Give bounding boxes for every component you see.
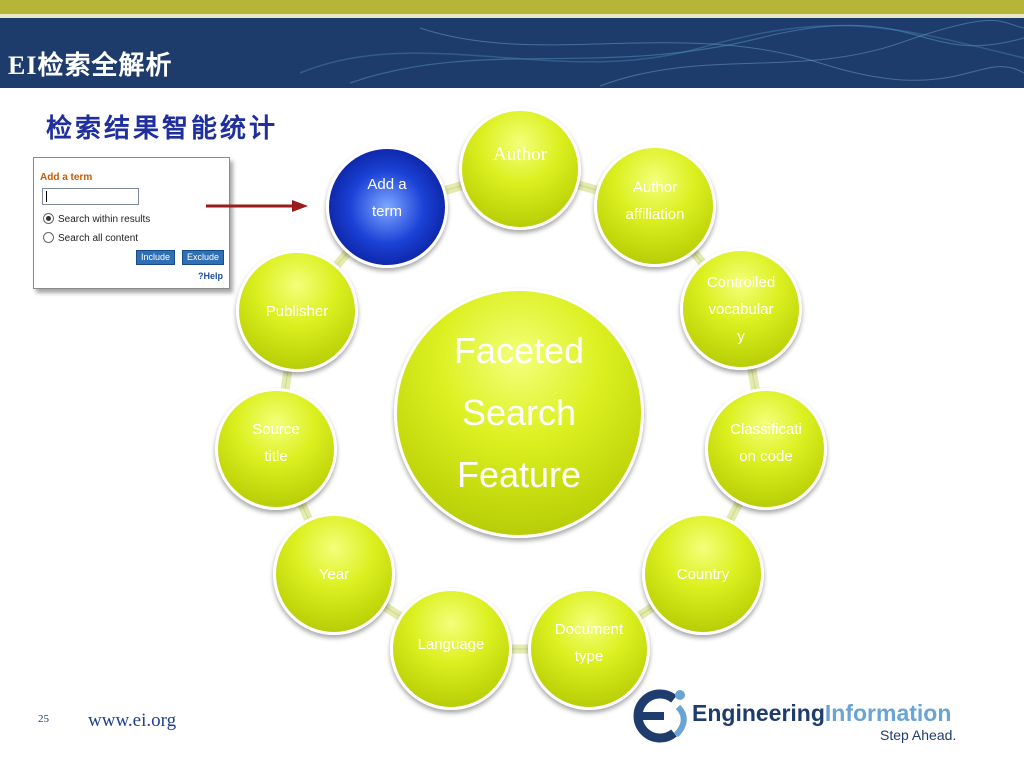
help-link[interactable]: ?Help: [197, 271, 223, 281]
term-input[interactable]: [42, 188, 139, 205]
page-number: 25: [38, 713, 49, 725]
facet-node-author: Author: [459, 108, 581, 230]
ei-logo-icon: [633, 689, 687, 743]
section-subtitle: 检索结果智能统计: [46, 114, 279, 144]
include-button[interactable]: Include: [136, 250, 176, 265]
node-label: affiliation: [625, 206, 685, 223]
center-line: Search: [461, 392, 577, 433]
engineering-information-logo: EngineeringInformation Step Ahead.: [630, 685, 970, 747]
footer-url-link[interactable]: www.ei.org: [88, 710, 177, 731]
node-label: on code: [739, 448, 793, 465]
node-label: Year: [318, 565, 350, 583]
facet-node-publisher: Publisher: [236, 250, 358, 372]
node-label: title: [264, 448, 288, 465]
node-label: Source: [252, 421, 300, 438]
node-label: type: [574, 648, 604, 665]
node-label: Controlled: [706, 273, 776, 291]
facet-node-document-type: Document type: [528, 588, 650, 710]
facet-node-classification-code: Classificati on code: [705, 388, 827, 510]
node-label: Classificati: [730, 421, 802, 438]
facet-node-country: Country: [642, 513, 764, 635]
node-label: Publisher: [265, 302, 329, 320]
diagram-center-faceted-search: Faceted Search Feature: [394, 288, 644, 538]
radio-search-within-results[interactable]: [43, 213, 54, 224]
node-label: Author: [493, 143, 547, 165]
exclude-button[interactable]: Exclude: [182, 250, 225, 265]
radio-search-all-content[interactable]: [43, 232, 54, 243]
top-divider: [0, 14, 1024, 18]
logo-wordmark: EngineeringInformation: [692, 700, 951, 727]
center-line: Feature: [456, 454, 582, 495]
facet-node-add-a-term: Add a term: [326, 146, 448, 268]
node-label: y: [737, 327, 745, 345]
add-a-term-widget: Add a term Search within results Search …: [33, 157, 230, 289]
facet-node-language: Language: [390, 588, 512, 710]
facet-node-source-title: Source title: [215, 388, 337, 510]
slide-title: EI检索全解析: [8, 51, 173, 80]
logo-word-engineering: Engineering: [692, 700, 825, 726]
banner-swoosh-decoration: [299, 20, 1024, 87]
widget-title: Add a term: [40, 172, 93, 183]
facet-node-author-affiliation: Author affiliation: [594, 145, 716, 267]
facet-node-controlled-vocabulary: Controlled vocabular y: [680, 248, 802, 370]
logo-word-information: Information: [824, 700, 952, 726]
node-label: Language: [417, 635, 485, 653]
radio-label-within: Search within results: [58, 214, 151, 225]
node-label: term: [371, 203, 402, 220]
header-banner: EI检索全解析: [0, 18, 1024, 88]
node-label: Country: [676, 565, 730, 583]
node-label: Add a: [367, 176, 407, 193]
logo-tagline: Step Ahead.: [880, 727, 957, 743]
node-label: Document: [554, 621, 624, 638]
facet-node-year: Year: [273, 513, 395, 635]
arrow-icon: [206, 200, 308, 212]
node-label: vocabular: [708, 300, 774, 318]
center-line: Faceted: [453, 330, 585, 371]
radio-label-all: Search all content: [58, 233, 139, 244]
node-label: Author: [632, 179, 678, 196]
text-caret: [46, 191, 47, 202]
top-stripe: [0, 0, 1024, 14]
